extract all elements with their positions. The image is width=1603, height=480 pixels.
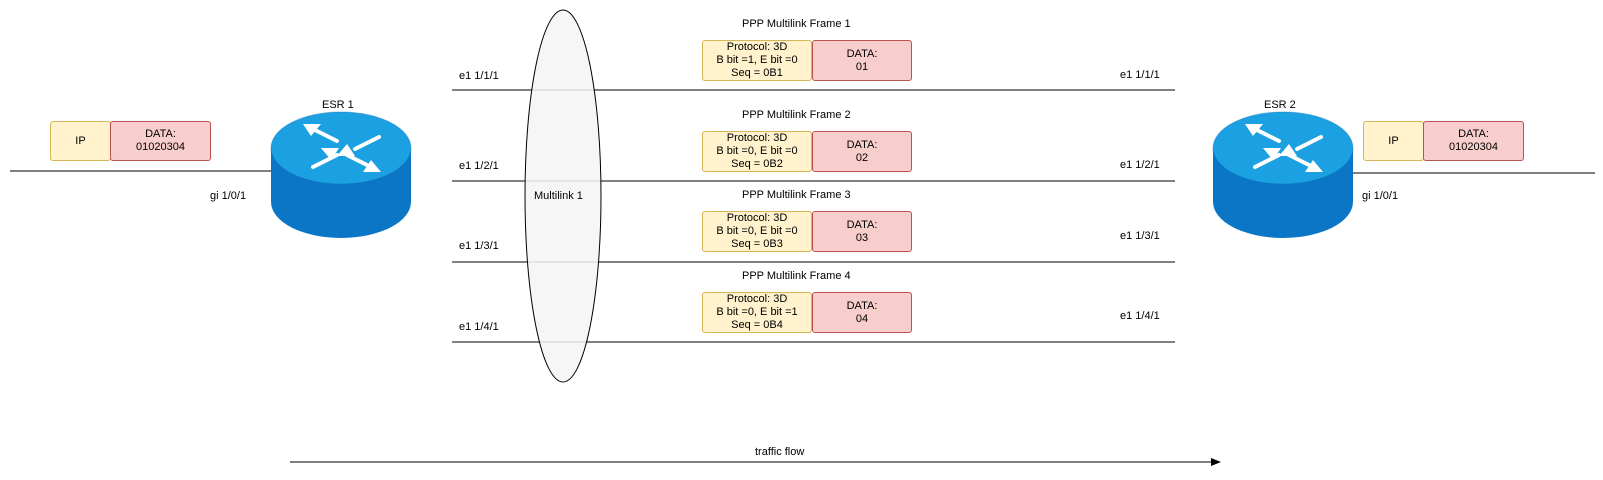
frame-2-data: DATA: 02 xyxy=(812,131,912,172)
frame-2-header: Protocol: 3D B bit =0, E bit =0 Seq = 0B… xyxy=(702,131,812,172)
frame-4-header: Protocol: 3D B bit =0, E bit =1 Seq = 0B… xyxy=(702,292,812,333)
link-1-left-label: e1 1/1/1 xyxy=(459,70,499,82)
frame-4-data: DATA: 04 xyxy=(812,292,912,333)
packet-data: DATA: 01020304 xyxy=(110,121,211,161)
multilink-label: Multilink 1 xyxy=(534,190,583,202)
link-2-left-label: e1 1/2/1 xyxy=(459,160,499,172)
frame-2-title: PPP Multilink Frame 2 xyxy=(742,109,851,121)
link-3-right-label: e1 1/3/1 xyxy=(1120,230,1160,242)
frame-3-title: PPP Multilink Frame 3 xyxy=(742,189,851,201)
frame-1-data: DATA: 01 xyxy=(812,40,912,81)
link-4-right-label: e1 1/4/1 xyxy=(1120,310,1160,322)
multilink-bundle-ellipse xyxy=(524,9,602,383)
link-2-right-label: e1 1/2/1 xyxy=(1120,159,1160,171)
link-4-left-label: e1 1/4/1 xyxy=(459,321,499,333)
frame-3-header: Protocol: 3D B bit =0, E bit =0 Seq = 0B… xyxy=(702,211,812,252)
router-icon xyxy=(1212,111,1354,238)
frame-3-data: DATA: 03 xyxy=(812,211,912,252)
packet-data: DATA: 01020304 xyxy=(1423,121,1524,161)
router-2-port: gi 1/0/1 xyxy=(1362,190,1399,202)
router-2-name: ESR 2 xyxy=(1264,99,1296,111)
link-1-right-label: e1 1/1/1 xyxy=(1120,69,1160,81)
router-1-name: ESR 1 xyxy=(322,99,354,111)
frame-4-title: PPP Multilink Frame 4 xyxy=(742,270,851,282)
router-icon xyxy=(270,111,412,238)
frame-1-header: Protocol: 3D B bit =1, E bit =0 Seq = 0B… xyxy=(702,40,812,81)
packet-ip-header: IP xyxy=(1363,121,1424,161)
router-1-port: gi 1/0/1 xyxy=(210,190,247,202)
packet-ip-header: IP xyxy=(50,121,111,161)
link-3-left-label: e1 1/3/1 xyxy=(459,240,499,252)
frame-1-title: PPP Multilink Frame 1 xyxy=(742,18,851,30)
traffic-flow-label: traffic flow xyxy=(755,446,805,458)
